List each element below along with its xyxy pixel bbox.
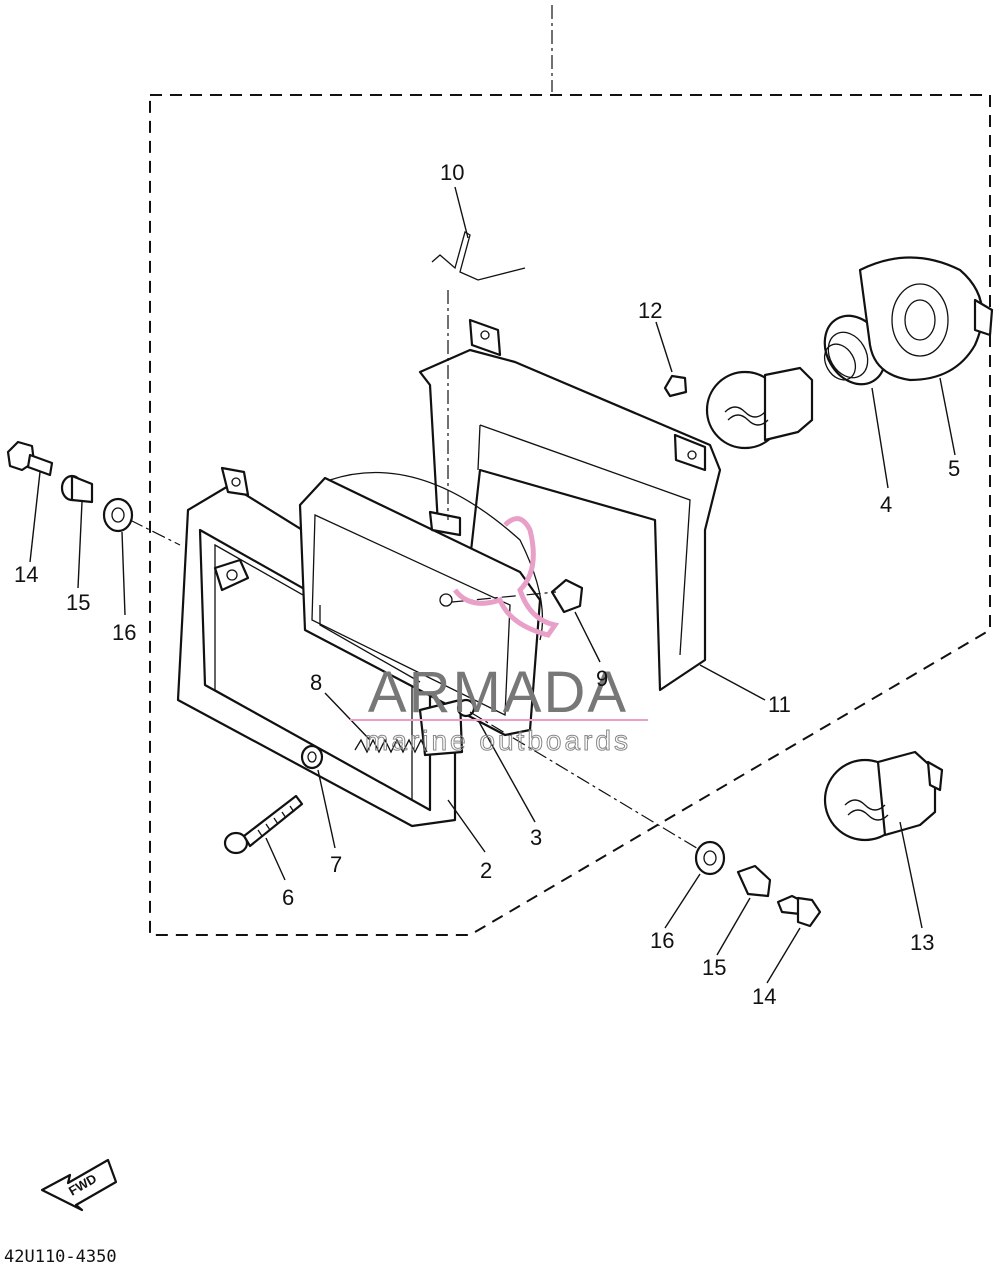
alignment-line-right — [469, 711, 701, 851]
adjusting-screw — [223, 794, 304, 855]
callout-13: 13 — [910, 930, 934, 955]
callout-11: 11 — [768, 692, 791, 717]
adjuster-spring — [354, 738, 428, 754]
spare-headlight-bulb — [823, 750, 944, 842]
watermark: ARMADA marine outboards — [350, 516, 648, 757]
callout-5: 5 — [948, 456, 960, 481]
callout-14-right: 14 — [752, 984, 776, 1009]
watermark-main: ARMADA — [368, 660, 628, 725]
callout-15-right: 15 — [702, 955, 726, 980]
headlight-bulb-installed — [705, 366, 814, 450]
callout-12: 12 — [638, 298, 662, 323]
callout-4: 4 — [880, 492, 892, 517]
grommet-right — [694, 840, 726, 876]
callout-2: 2 — [480, 858, 492, 883]
small-grommet — [663, 374, 688, 398]
callout-8: 8 — [310, 670, 322, 695]
alignment-line-left — [129, 519, 181, 546]
collar-right — [736, 864, 772, 898]
headlight-lens-unit — [298, 471, 544, 757]
alignment-line-nut — [451, 591, 557, 603]
collar-left — [60, 474, 94, 504]
bolt-left — [6, 440, 54, 477]
part-code: 42U110-4350 — [4, 1247, 117, 1267]
callout-3: 3 — [530, 825, 542, 850]
callouts: 10 12 4 5 9 11 8 3 2 7 6 14 15 16 16 15 … — [14, 160, 960, 1009]
callout-6: 6 — [282, 885, 294, 910]
assembly-boundary — [149, 94, 991, 936]
washer — [300, 744, 324, 770]
spring-clip — [431, 231, 526, 281]
grommet-left — [102, 497, 134, 533]
adjuster-nut — [550, 578, 584, 614]
callout-16-right: 16 — [650, 928, 674, 953]
callout-14-left: 14 — [14, 562, 38, 587]
callout-16-left: 16 — [112, 620, 136, 645]
bolt-right — [776, 894, 822, 928]
watermark-sub: marine outboards — [365, 725, 631, 756]
callout-7: 7 — [330, 852, 342, 877]
callout-15-left: 15 — [66, 590, 90, 615]
leader-lines — [29, 186, 956, 984]
fwd-arrow: FWD — [40, 1158, 118, 1212]
callout-9: 9 — [596, 666, 608, 691]
callout-10: 10 — [440, 160, 464, 185]
bulb-cover — [858, 256, 994, 382]
